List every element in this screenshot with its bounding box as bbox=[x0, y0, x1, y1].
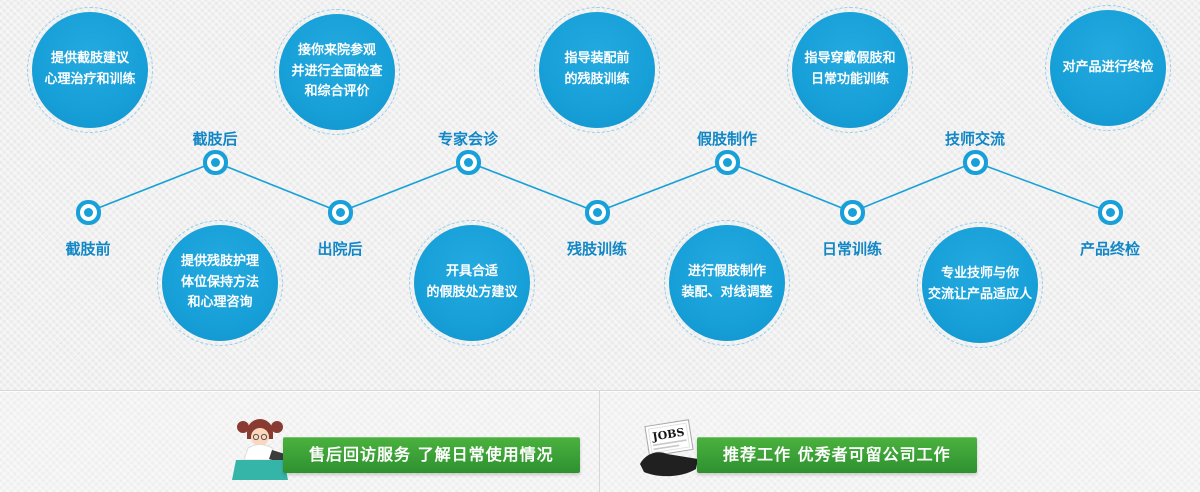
node-dot-icon bbox=[722, 157, 732, 167]
footer-section bbox=[0, 390, 1200, 492]
stage-detail-text: 开具合适 的假肢处方建议 bbox=[414, 225, 530, 341]
timeline-node bbox=[585, 200, 609, 224]
timeline-node bbox=[328, 200, 352, 224]
node-dot-icon bbox=[592, 207, 602, 217]
stage-detail-bubble: 开具合适 的假肢处方建议 bbox=[409, 220, 535, 346]
stage-label: 残肢训练 bbox=[566, 240, 627, 258]
timeline-node bbox=[203, 150, 227, 174]
footer-divider bbox=[599, 390, 600, 492]
stage-label: 假肢制作 bbox=[696, 130, 757, 148]
stage-detail-text: 进行假肢制作 装配、对线调整 bbox=[669, 225, 785, 341]
stage-label: 产品终检 bbox=[1079, 240, 1140, 258]
stage-label: 截肢前 bbox=[65, 240, 111, 258]
stage-label: 截肢后 bbox=[192, 130, 238, 148]
stage-detail-text: 专业技师与你 交流让产品适应人 bbox=[922, 227, 1038, 343]
timeline-node bbox=[715, 150, 739, 174]
stage-detail-bubble: 指导穿戴假肢和 日常功能训练 bbox=[787, 7, 913, 133]
stage-detail-bubble: 提供残肢护理 体位保持方法 和心理咨询 bbox=[157, 220, 283, 346]
node-dot-icon bbox=[83, 207, 93, 217]
jobs-newspaper-icon: JOBS bbox=[640, 419, 698, 477]
node-dot-icon bbox=[210, 157, 220, 167]
stage-detail-text: 指导穿戴假肢和 日常功能训练 bbox=[792, 12, 908, 128]
stage-label: 日常训练 bbox=[821, 240, 882, 258]
stage-label: 技师交流 bbox=[944, 130, 1005, 148]
jobs-icon-text: JOBS bbox=[651, 426, 686, 444]
stage-label: 专家会诊 bbox=[437, 130, 498, 148]
job-recommendation-banner-button[interactable]: 推荐工作 优秀者可留公司工作 bbox=[697, 437, 977, 473]
stage-detail-bubble: 提供截肢建议 心理治疗和训练 bbox=[27, 7, 153, 133]
node-dot-icon bbox=[1105, 207, 1115, 217]
stage-detail-text: 指导装配前 的残肢训练 bbox=[539, 12, 655, 128]
stage-detail-text: 对产品进行终检 bbox=[1050, 10, 1166, 126]
node-dot-icon bbox=[463, 157, 473, 167]
stage-detail-bubble: 接你来院参观 并进行全面检查 和综合评价 bbox=[274, 9, 400, 135]
customer-service-icon bbox=[232, 419, 288, 480]
stage-label: 出院后 bbox=[317, 240, 363, 258]
stage-detail-text: 提供残肢护理 体位保持方法 和心理咨询 bbox=[162, 225, 278, 341]
timeline-node bbox=[1098, 200, 1122, 224]
node-dot-icon bbox=[335, 207, 345, 217]
stage-detail-bubble: 指导装配前 的残肢训练 bbox=[534, 7, 660, 133]
timeline-node bbox=[963, 150, 987, 174]
after-sales-banner-button[interactable]: 售后回访服务 了解日常使用情况 bbox=[283, 437, 580, 473]
node-dot-icon bbox=[847, 207, 857, 217]
timeline-node bbox=[456, 150, 480, 174]
stage-detail-text: 接你来院参观 并进行全面检查 和综合评价 bbox=[279, 14, 395, 130]
stage-detail-text: 提供截肢建议 心理治疗和训练 bbox=[32, 12, 148, 128]
timeline-node bbox=[76, 200, 100, 224]
node-dot-icon bbox=[970, 157, 980, 167]
stage-detail-bubble: 进行假肢制作 装配、对线调整 bbox=[664, 220, 790, 346]
timeline-node bbox=[840, 200, 864, 224]
stage-detail-bubble: 对产品进行终检 bbox=[1045, 5, 1171, 131]
stage-detail-bubble: 专业技师与你 交流让产品适应人 bbox=[917, 222, 1043, 348]
